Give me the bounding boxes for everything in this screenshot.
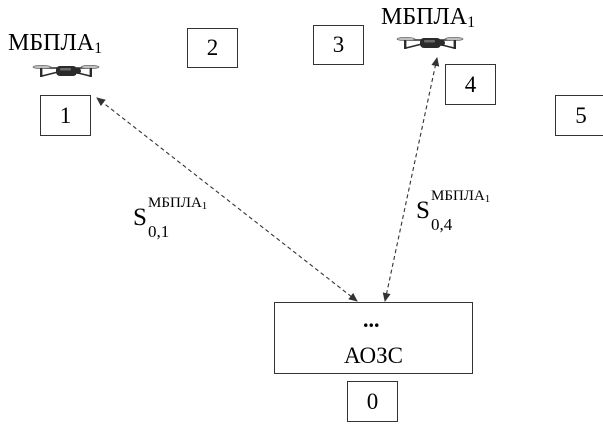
node-box-1: 1	[40, 95, 91, 136]
node-box-2: 2	[187, 28, 238, 68]
drone-icon	[32, 64, 100, 78]
distance-label-0-1: S МБПЛА1 0,1	[133, 195, 208, 241]
node-box-0: 0	[347, 381, 398, 422]
node-box-5: 5	[555, 95, 603, 136]
uav-label: МБПЛА1	[8, 30, 103, 57]
node-box-3: 3	[313, 25, 364, 65]
connection-line-0-4	[382, 57, 440, 302]
refueling-station: ... АОЗС	[274, 302, 473, 374]
node-box-4: 4	[445, 64, 496, 105]
drone-icon	[396, 36, 464, 50]
ellipsis: ...	[363, 307, 380, 332]
uav-label: МБПЛА1	[381, 4, 476, 31]
station-name: АОЗС	[344, 343, 403, 368]
distance-label-0-4: S МБПЛА1 0,4	[416, 188, 491, 234]
connection-line-0-1	[96, 97, 358, 302]
